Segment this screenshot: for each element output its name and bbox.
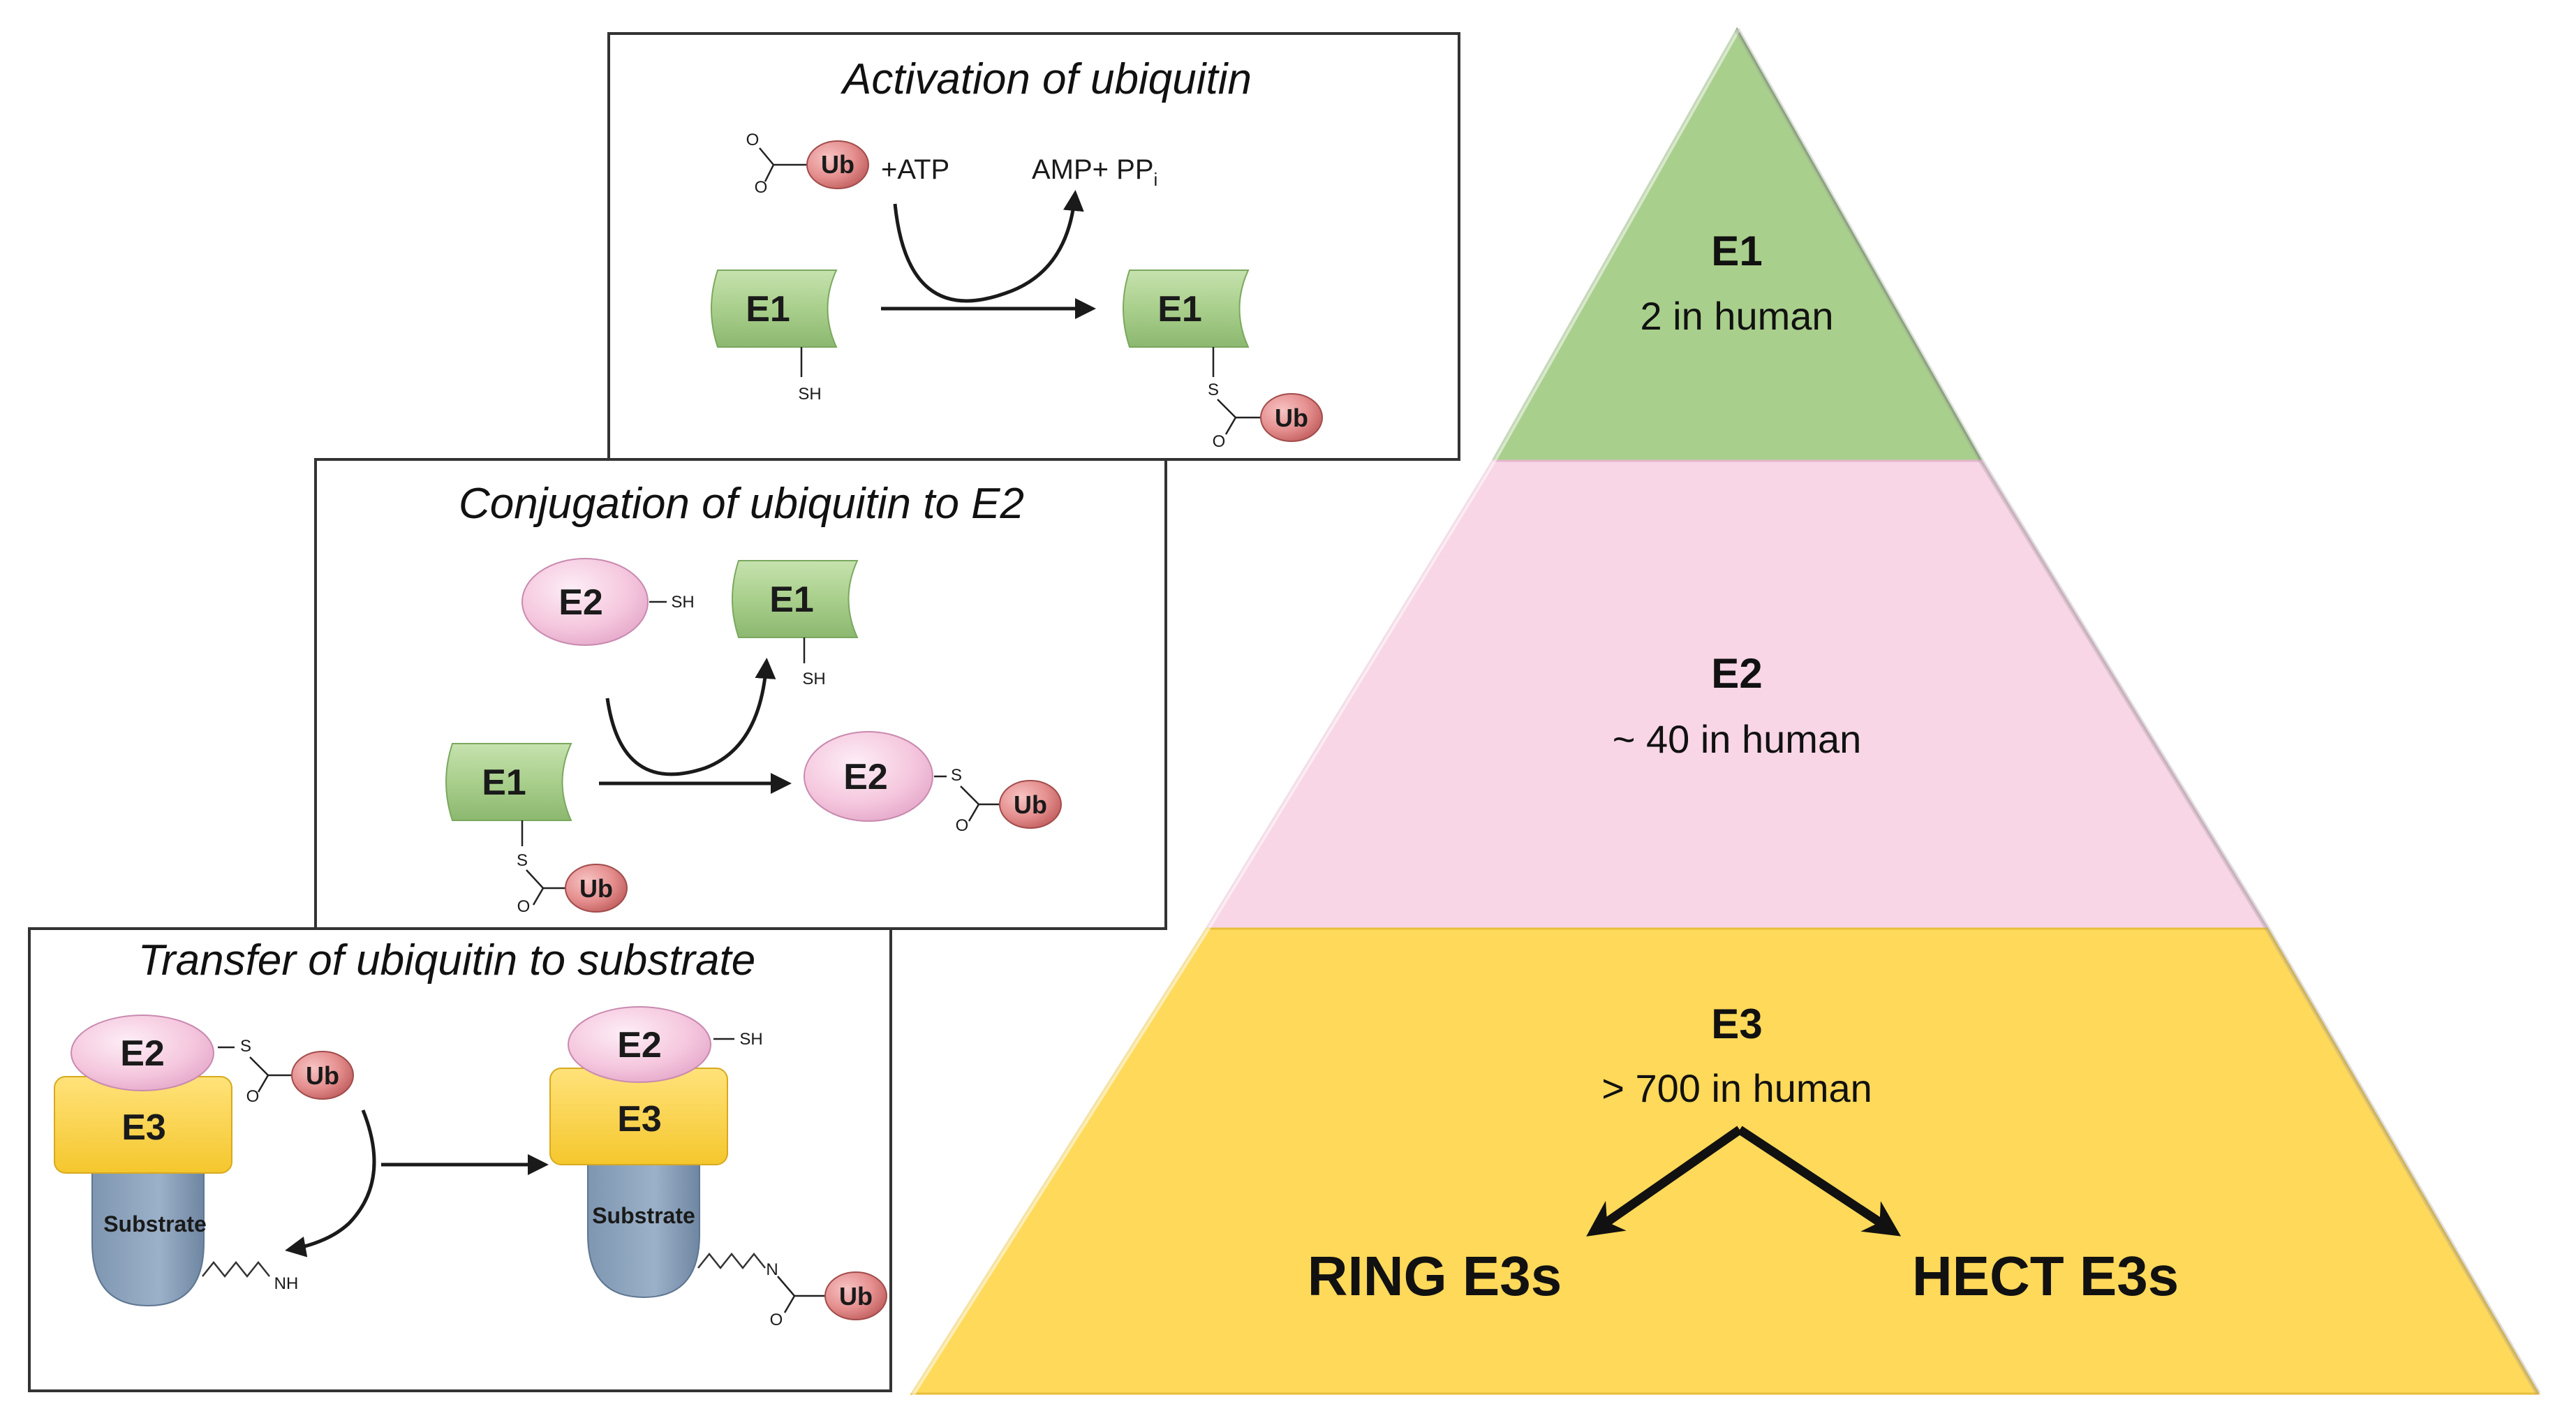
e2-ub-thioester	[804, 731, 933, 822]
svg-text:E1: E1	[769, 580, 814, 620]
plus-atp: +ATP	[881, 154, 949, 185]
svg-text:E2: E2	[558, 582, 603, 623]
svg-text:Substrate: Substrate	[103, 1211, 207, 1237]
svg-text:O: O	[246, 1087, 260, 1106]
svg-text:E1: E1	[746, 289, 790, 330]
svg-text:S: S	[240, 1037, 251, 1056]
ring-e3s-label: RING E3s	[1308, 1245, 1562, 1307]
svg-text:S: S	[517, 851, 528, 870]
conjugation-panel: Conjugation of ubiquitin to E2 E2 SH E1 …	[314, 458, 1167, 930]
svg-text:O: O	[770, 1311, 783, 1329]
svg-text:NH: NH	[274, 1274, 299, 1293]
hect-e3s-label: HECT E3s	[1912, 1245, 2179, 1307]
svg-text:E2: E2	[120, 1033, 165, 1074]
e3-tier-label: E3	[1711, 1001, 1762, 1047]
svg-text:SH: SH	[798, 385, 821, 404]
svg-text:Ub: Ub	[821, 150, 854, 179]
svg-text:SH: SH	[739, 1030, 762, 1049]
substrate-right	[587, 1158, 700, 1299]
svg-text:SH: SH	[802, 670, 825, 688]
e1-tier-label: E1	[1711, 228, 1762, 274]
e1-tier-count: 2 in human	[1640, 294, 1833, 338]
svg-text:Ub: Ub	[1275, 404, 1308, 432]
pyramid-tier-e3	[910, 927, 2540, 1395]
svg-text:E2: E2	[843, 757, 888, 797]
svg-text:O: O	[1213, 432, 1226, 451]
svg-text:O: O	[746, 131, 760, 149]
substrate-left	[91, 1167, 205, 1307]
svg-text:O: O	[755, 178, 768, 197]
svg-text:E1: E1	[482, 762, 526, 803]
svg-text:O: O	[517, 897, 531, 916]
e2-tier-label: E2	[1711, 650, 1762, 697]
e2-right	[568, 1006, 711, 1083]
svg-text:S: S	[951, 766, 962, 785]
activation-title: Activation of ubiquitin	[840, 55, 1252, 103]
e2-left	[71, 1015, 214, 1091]
svg-text:O: O	[956, 816, 969, 835]
svg-text:Ub: Ub	[839, 1282, 873, 1311]
svg-text:N: N	[766, 1260, 778, 1279]
svg-text:Ub: Ub	[579, 874, 613, 903]
svg-text:S: S	[1208, 381, 1219, 399]
arrow-to-hect	[1737, 1126, 1902, 1237]
svg-text:E2: E2	[617, 1025, 662, 1065]
svg-text:E3: E3	[617, 1099, 662, 1139]
svg-text:E3: E3	[121, 1107, 166, 1148]
svg-text:Ub: Ub	[306, 1061, 339, 1090]
svg-text:E1: E1	[1157, 289, 1202, 330]
svg-text:Substrate: Substrate	[592, 1203, 695, 1228]
transfer-title: Transfer of ubiquitin to substrate	[138, 936, 756, 984]
conjugation-title: Conjugation of ubiquitin to E2	[459, 480, 1024, 528]
e2-tier-count: ~ 40 in human	[1613, 717, 1861, 761]
svg-text:Ub: Ub	[1014, 790, 1047, 819]
activation-panel: Activation of ubiquitin O O Ub +ATP AMP+…	[607, 32, 1460, 461]
e3-tier-count: > 700 in human	[1601, 1066, 1872, 1110]
e2-free	[521, 558, 649, 646]
amp-ppi: AMP+ PPi	[1032, 154, 1157, 190]
svg-text:SH: SH	[671, 593, 694, 612]
arrow-to-ring	[1586, 1126, 1742, 1237]
transfer-panel: Transfer of ubiquitin to substrate Subst…	[28, 927, 892, 1392]
pyramid: E1 2 in human E2 ~ 40 in human E3 > 700 …	[908, 27, 2541, 1396]
